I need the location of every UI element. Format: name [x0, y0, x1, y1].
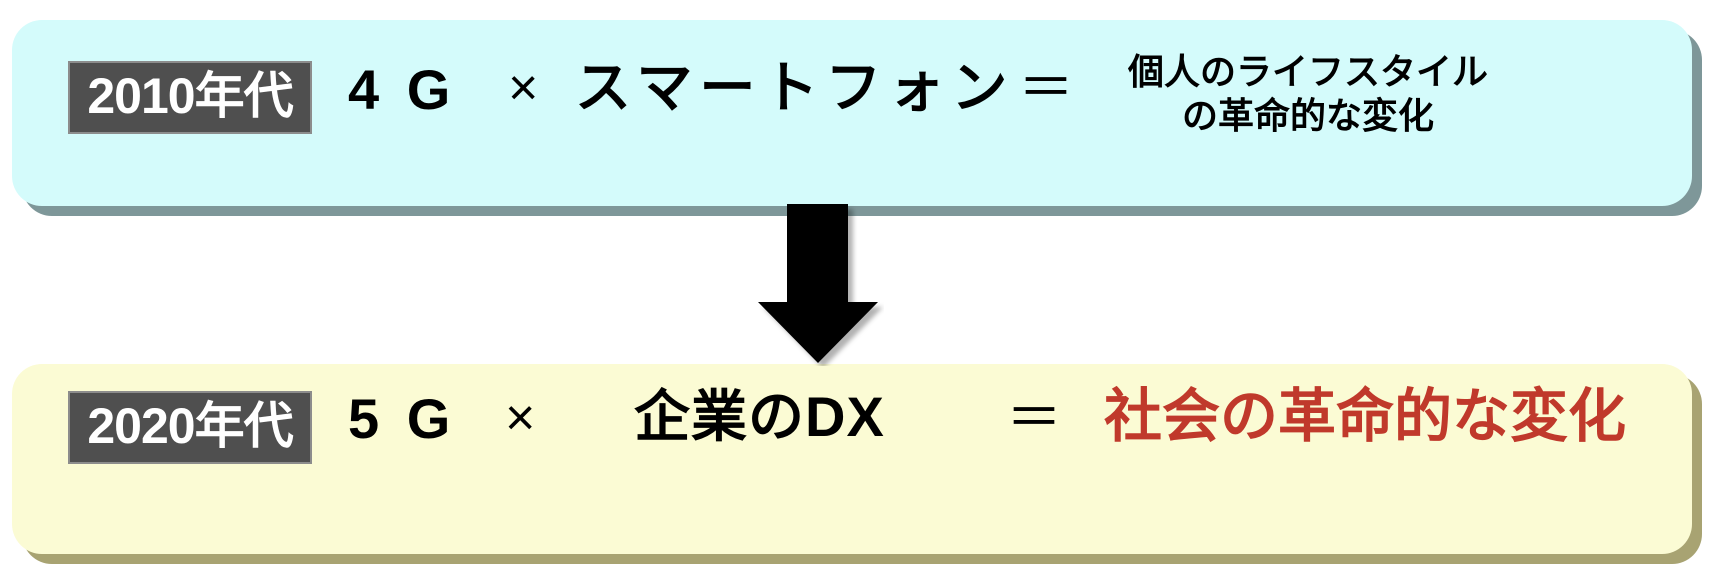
result-text-2010s-line-1: 個人のライフスタイル: [1127, 51, 1488, 92]
subject-label-enterprise-dx: 企業のDX: [634, 385, 885, 448]
result-text-2010s: 個人のライフスタイル の革命的な変化: [1110, 50, 1506, 138]
subject-label-smartphone: スマートフォン: [575, 56, 1015, 119]
technology-label-4g: 4 G: [348, 58, 457, 121]
multiply-operator-bottom: ×: [505, 389, 536, 447]
equals-operator-top: ＝: [1018, 56, 1074, 119]
result-text-2020s: 社会の革命的な変化: [1104, 384, 1627, 449]
equals-operator-bottom: ＝: [1006, 386, 1062, 449]
era-badge-2020s: 2020年代: [68, 391, 312, 464]
technology-label-5g: 5 G: [348, 387, 457, 450]
down-arrow-icon: [758, 204, 878, 363]
era-badge-2010s: 2010年代: [68, 61, 312, 134]
multiply-operator-top: ×: [508, 59, 539, 117]
result-text-2010s-line-2: の革命的な変化: [1181, 94, 1434, 136]
